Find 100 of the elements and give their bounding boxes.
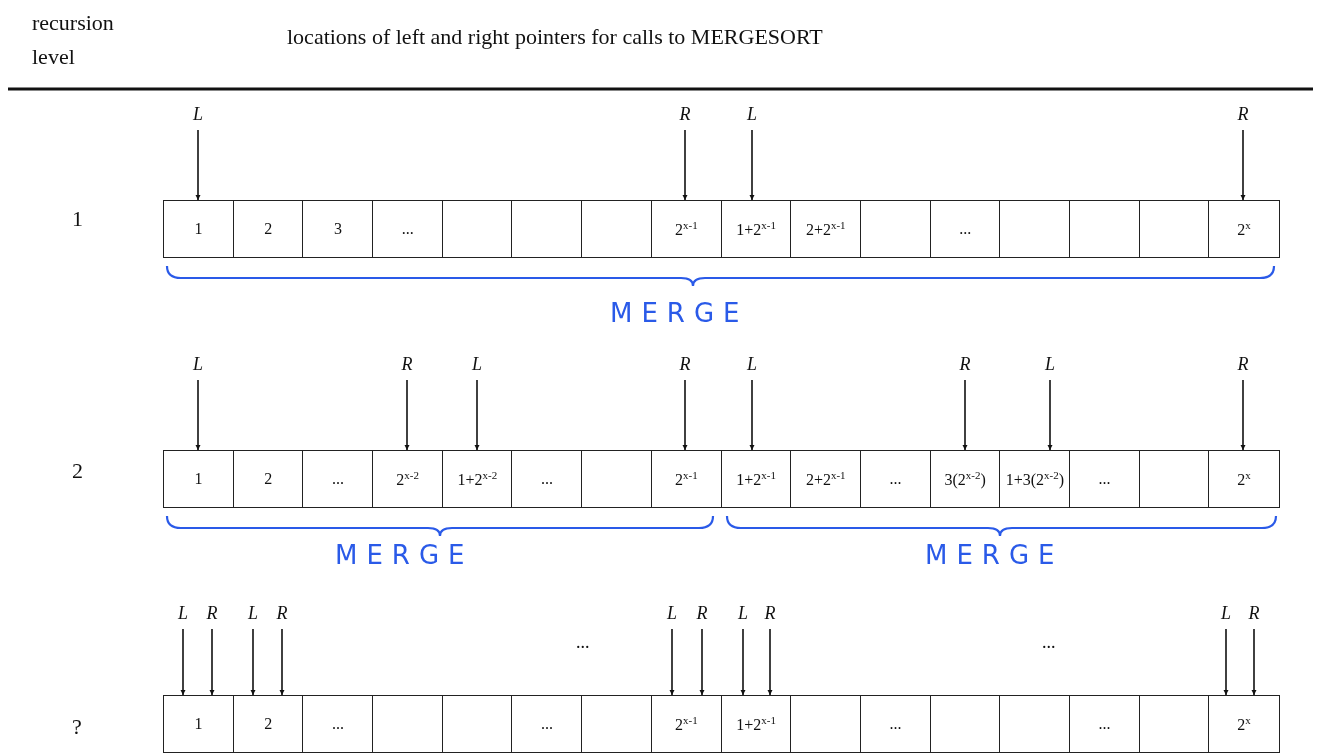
- pointer-arrow: [209, 628, 215, 696]
- pointer-label: L: [1042, 354, 1058, 374]
- cell-value: 2$^{x-1}$: [675, 713, 698, 735]
- column-header: locations of left and right pointers for calls to MERGESORT: [287, 24, 823, 50]
- ellipsis: ...: [1042, 632, 1056, 653]
- array-cell: [1208, 450, 1280, 508]
- pointer-arrow: [749, 379, 755, 451]
- pointer-arrow: [195, 129, 201, 201]
- cell-value: 2: [264, 470, 273, 488]
- array-cell: [441, 695, 513, 753]
- cell-value: ...: [331, 715, 344, 733]
- array-cell: [650, 695, 722, 753]
- pointer-label: L: [190, 104, 206, 124]
- array-cell: [720, 200, 792, 258]
- pointer-arrow: [474, 379, 480, 451]
- pointer-arrow: [250, 628, 256, 696]
- array-cell: [999, 200, 1071, 258]
- array-cell: [441, 450, 513, 508]
- merge-label: MERGE: [925, 540, 1064, 570]
- cell-value: 2+2$^{x-1}$: [805, 218, 846, 240]
- cell-value: 1+2$^{x-1}$: [736, 713, 776, 735]
- array-cell: [720, 450, 792, 508]
- pointer-label: L: [190, 354, 206, 374]
- array-cell: [720, 695, 792, 753]
- array-cell: [1138, 200, 1210, 258]
- pointer-arrow: [1240, 379, 1246, 451]
- pointer-arrow: [1251, 628, 1257, 696]
- ellipsis: ...: [576, 632, 590, 653]
- pointer-arrow: [682, 129, 688, 201]
- cell-value: 2$^{x}$: [1237, 713, 1251, 735]
- array-cell: [1138, 450, 1210, 508]
- pointer-label: R: [677, 354, 693, 374]
- cell-value: 2$^{x}$: [1237, 468, 1251, 490]
- pointer-label: R: [274, 603, 290, 623]
- array-cell: [372, 450, 444, 508]
- pointer-label: L: [664, 603, 680, 623]
- merge-label: MERGE: [610, 298, 749, 328]
- array-cell: [511, 200, 583, 258]
- pointer-arrow: [962, 379, 968, 451]
- array-cell: [302, 695, 374, 753]
- array-cell: [163, 450, 235, 508]
- cell-value: 3(2$^{x-2}$): [944, 468, 986, 490]
- cell-value: 1: [194, 715, 203, 733]
- array-cell: [302, 200, 374, 258]
- cell-value: 1: [194, 220, 203, 238]
- array-cell: [581, 695, 653, 753]
- cell-value: ...: [401, 220, 414, 238]
- array-cell: [1068, 450, 1141, 508]
- cell-value: 1+2$^{x-1}$: [736, 468, 776, 490]
- row-label: 1: [72, 206, 83, 232]
- row-label: 2: [72, 458, 83, 484]
- array-cell: [372, 695, 444, 753]
- cell-value: 2$^{x-1}$: [675, 468, 698, 490]
- row-label: ?: [72, 714, 82, 740]
- cell-value: 2+2$^{x-1}$: [805, 468, 846, 490]
- array-cell: [163, 695, 235, 753]
- pointer-arrow: [749, 129, 755, 201]
- array-cell: [999, 695, 1071, 753]
- array-cell: [859, 450, 932, 508]
- array-cell: [790, 450, 862, 508]
- cell-value: 1+2$^{x-1}$: [736, 218, 776, 240]
- merge-label: MERGE: [335, 540, 474, 570]
- array-cell: [581, 200, 653, 258]
- pointer-label: R: [762, 603, 778, 623]
- array-cell: [929, 695, 1001, 753]
- pointer-arrow: [682, 379, 688, 451]
- pointer-label: L: [175, 603, 191, 623]
- array-cell: [1068, 695, 1141, 753]
- pointer-label: R: [1246, 603, 1262, 623]
- pointer-arrow: [699, 628, 705, 696]
- pointer-label: R: [694, 603, 710, 623]
- cell-value: ...: [541, 470, 554, 488]
- array-cell: [372, 200, 444, 258]
- pointer-label: L: [744, 104, 760, 124]
- array-cell: [790, 200, 862, 258]
- array-cell: [163, 200, 235, 258]
- pointer-arrow: [1047, 379, 1053, 451]
- array-cell: [859, 695, 932, 753]
- array-cell: [999, 450, 1071, 508]
- cell-value: 1+3(2$^{x-2}$): [1005, 468, 1064, 490]
- cell-value: ...: [331, 470, 344, 488]
- cell-value: 2$^{x-1}$: [675, 218, 698, 240]
- pointer-label: R: [399, 354, 415, 374]
- pointer-arrow: [767, 628, 773, 696]
- pointer-arrow: [180, 628, 186, 696]
- array-cell: [929, 200, 1001, 258]
- array-cell: [441, 200, 513, 258]
- pointer-label: L: [1218, 603, 1234, 623]
- cell-value: 1: [194, 470, 203, 488]
- pointer-label: R: [204, 603, 220, 623]
- pointer-label: L: [744, 354, 760, 374]
- array-cell: [650, 450, 722, 508]
- array-cell: [232, 695, 304, 753]
- pointer-arrow: [1240, 129, 1246, 201]
- cell-value: ...: [541, 715, 554, 733]
- cell-value: 3: [333, 220, 342, 238]
- array-cell: [790, 695, 862, 753]
- pointer-label: R: [677, 104, 693, 124]
- cell-value: ...: [1098, 715, 1111, 733]
- array-cell: [511, 695, 583, 753]
